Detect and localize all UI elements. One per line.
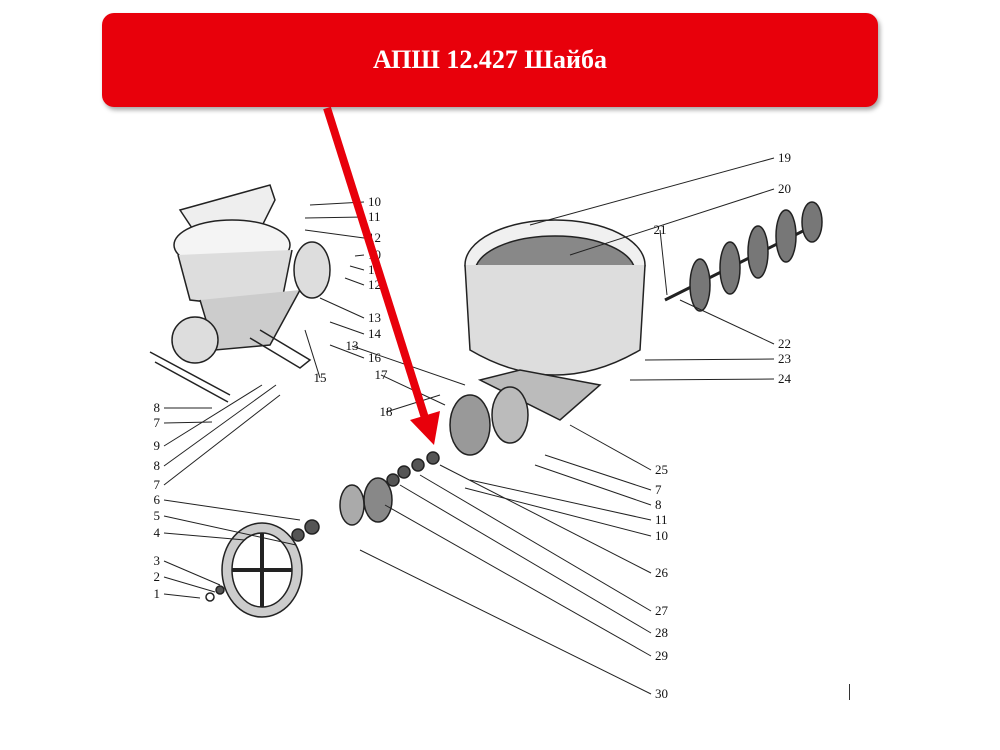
callout-leader-line — [304, 229, 365, 239]
parts-drawing — [149, 184, 823, 618]
callout-leader-line — [384, 504, 652, 657]
callout-leader-line — [344, 277, 365, 286]
callout-number: 14 — [368, 326, 382, 341]
callout-number: 3 — [154, 553, 161, 568]
callout-number: 24 — [778, 371, 792, 386]
callout-number: 10 — [655, 528, 668, 543]
callout-leader-line — [163, 499, 301, 521]
callout-number: 8 — [154, 458, 161, 473]
callout-number: 6 — [154, 492, 161, 507]
callout-leader-line — [644, 358, 775, 361]
red-pointer-arrow — [323, 106, 440, 445]
callout-number: 17 — [375, 367, 389, 382]
callout-number: 26 — [655, 565, 669, 580]
callout-number: 1 — [154, 586, 161, 601]
callout-leader-line — [329, 321, 365, 335]
callout-number: 20 — [778, 181, 791, 196]
callout-number: 7 — [154, 477, 161, 492]
callout-number: 23 — [778, 351, 791, 366]
callout-leader-line — [359, 549, 652, 695]
callout-leader-line — [163, 384, 277, 467]
callout-number: 19 — [778, 150, 791, 165]
callout-number: 15 — [314, 370, 327, 385]
callout-leader-line — [163, 593, 201, 599]
callout-number: 16 — [368, 350, 382, 365]
callout-leader-line — [163, 394, 281, 486]
callout-number: 13 — [346, 338, 359, 353]
callout-leader-line — [163, 532, 246, 541]
callout-number: 9 — [154, 438, 161, 453]
callout-leader-line — [329, 344, 365, 359]
callout-leader-line — [304, 216, 365, 219]
callout-number: 11 — [655, 512, 668, 527]
callout-number: 18 — [380, 404, 393, 419]
callout-number: 25 — [655, 462, 668, 477]
callout-leader-line — [629, 378, 775, 381]
callout-leader-line — [659, 229, 668, 296]
callout-leader-line — [534, 464, 652, 506]
callout-leader-line — [319, 297, 365, 319]
callout-number: 8 — [154, 400, 161, 415]
title-banner: АПШ 12.427 Шайба — [102, 13, 878, 107]
callout-number: 8 — [655, 497, 662, 512]
callout-leader-line — [163, 384, 263, 447]
callout-leader-line — [349, 265, 365, 271]
callout-leader-line — [439, 464, 652, 574]
callout-leader-line — [464, 487, 652, 537]
callout-leader-line — [529, 157, 775, 226]
callout-number: 28 — [655, 625, 668, 640]
callout-leader-line — [354, 254, 365, 257]
callout-leader-line — [385, 394, 441, 413]
callout-leader-line — [569, 424, 652, 471]
callout-number: 22 — [778, 336, 791, 351]
callout-leader-line — [679, 299, 775, 345]
callout-number: 7 — [655, 482, 662, 497]
callout-leader-line — [399, 484, 652, 634]
part-title: АПШ 12.427 Шайба — [373, 45, 607, 74]
callout-leader-line — [419, 474, 652, 612]
callout-number: 5 — [154, 508, 161, 523]
callout-leader-line — [163, 576, 216, 593]
callout-number: 13 — [368, 310, 381, 325]
callout-number: 7 — [154, 415, 161, 430]
text-cursor — [849, 684, 850, 700]
callout-number: 21 — [654, 222, 667, 237]
callout-leader-line — [163, 560, 221, 586]
callout-leader-line — [569, 188, 775, 256]
callout-number: 30 — [655, 686, 668, 701]
callout-leader-line — [163, 421, 213, 424]
callout-leader-line — [469, 479, 652, 521]
callout-number: 10 — [368, 194, 381, 209]
callout-number: 29 — [655, 648, 668, 663]
callout-number: 4 — [154, 525, 161, 540]
callout-leader-line — [163, 515, 297, 546]
callout-number: 2 — [154, 569, 161, 584]
callout-number: 27 — [655, 603, 669, 618]
callout-labels: 1011121011121314161513171887987654321192… — [154, 150, 792, 701]
callout-leader-line — [544, 454, 652, 491]
callout-leader-line — [304, 329, 321, 379]
callout-number: 11 — [368, 209, 381, 224]
